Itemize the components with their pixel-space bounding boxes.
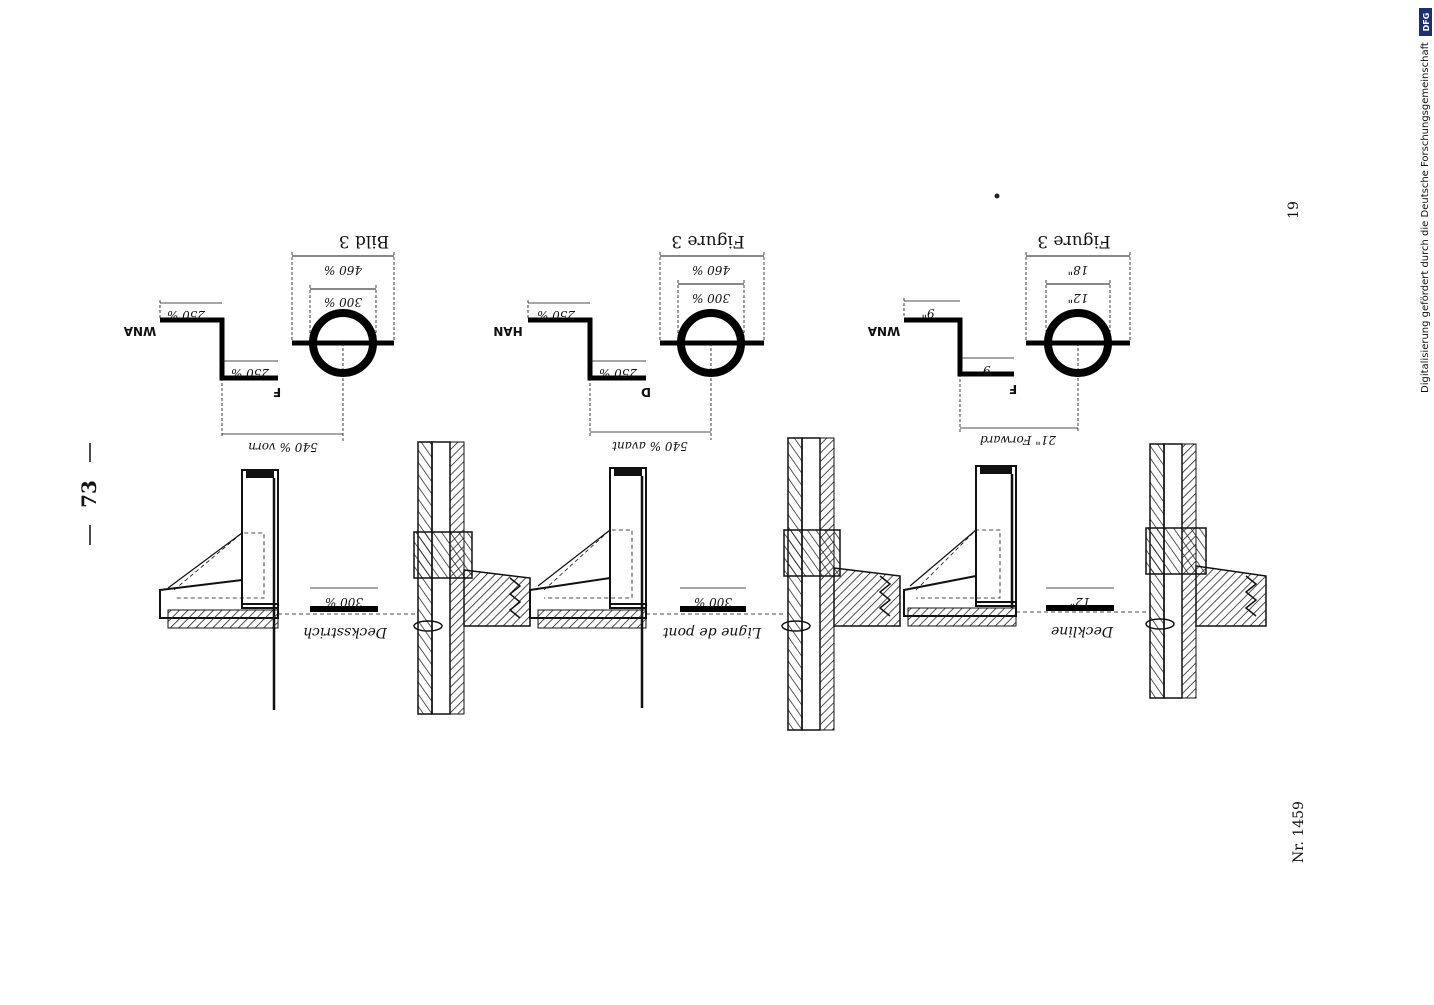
- svg-text:WNA: WNA: [867, 324, 900, 338]
- panel-title: Figure 3: [671, 231, 744, 251]
- hull-section: 300 % Ligne de pont: [529, 437, 901, 731]
- svg-text:D: D: [641, 385, 651, 399]
- svg-text:250 %: 250 %: [231, 366, 270, 380]
- svg-text:460 %: 460 %: [324, 263, 363, 277]
- svg-text:21" Forward: 21" Forward: [980, 433, 1057, 447]
- panel-french: Figure 3 460 % 300 % 250 % 250 % HAN D 5…: [493, 231, 901, 731]
- step-lines: [528, 317, 646, 381]
- svg-text:73: 73: [77, 480, 101, 508]
- deck-line-label: Deckline: [1051, 623, 1114, 639]
- svg-text:F: F: [1009, 382, 1017, 396]
- svg-text:DFG: DFG: [1422, 13, 1431, 32]
- svg-text:250 %: 250 %: [537, 308, 576, 322]
- step-lines: [904, 317, 1014, 377]
- svg-text:300 %: 300 %: [325, 595, 363, 609]
- svg-text:12": 12": [1068, 291, 1089, 305]
- panel-english: Figure 3 18" 12" 9" 9" WNA F 21" Forward: [867, 231, 1267, 699]
- speck: [994, 193, 1000, 199]
- deck-bar: [310, 606, 378, 612]
- svg-text:9": 9": [921, 306, 934, 320]
- hull-section: 12" Deckline: [903, 443, 1267, 699]
- svg-text:540 % avant: 540 % avant: [612, 439, 688, 453]
- svg-text:300 %: 300 %: [324, 295, 362, 309]
- svg-text:WNA: WNA: [123, 324, 156, 338]
- hull-section: 300 % Decksstrich: [159, 441, 531, 715]
- svg-text:300 %: 300 %: [694, 595, 732, 609]
- svg-text:F: F: [273, 385, 281, 399]
- page-number: 73: [77, 443, 101, 545]
- deck-bar: [1046, 605, 1114, 611]
- svg-text:HAN: HAN: [493, 324, 522, 338]
- svg-text:18": 18": [1068, 263, 1089, 277]
- deck-line-label: Ligne de pont: [663, 624, 763, 640]
- dfg-logo: DFG: [1419, 8, 1432, 36]
- svg-text:250 %: 250 %: [167, 308, 206, 322]
- svg-text:540 % vorn: 540 % vorn: [248, 440, 317, 454]
- panel-german: Bild 3 460 % 300 % 250 % 250 % WNA F 540…: [123, 231, 531, 715]
- top-number: 19: [1286, 201, 1302, 219]
- panel-title: Figure 3: [1037, 231, 1110, 251]
- deck-bar: [680, 606, 746, 612]
- svg-text:12": 12": [1070, 595, 1091, 609]
- svg-text:460 %: 460 %: [692, 263, 731, 277]
- credit-line: Digitalisierung gefördert durch die Deut…: [1420, 42, 1431, 393]
- serial-number: Nr. 1459: [1291, 801, 1307, 863]
- svg-text:9": 9": [977, 363, 990, 377]
- step-lines: [160, 317, 278, 381]
- deck-line-label: Decksstrich: [303, 624, 388, 640]
- panel-title: Bild 3: [339, 231, 389, 251]
- svg-text:300 %: 300 %: [692, 291, 730, 305]
- svg-text:250 %: 250 %: [599, 366, 638, 380]
